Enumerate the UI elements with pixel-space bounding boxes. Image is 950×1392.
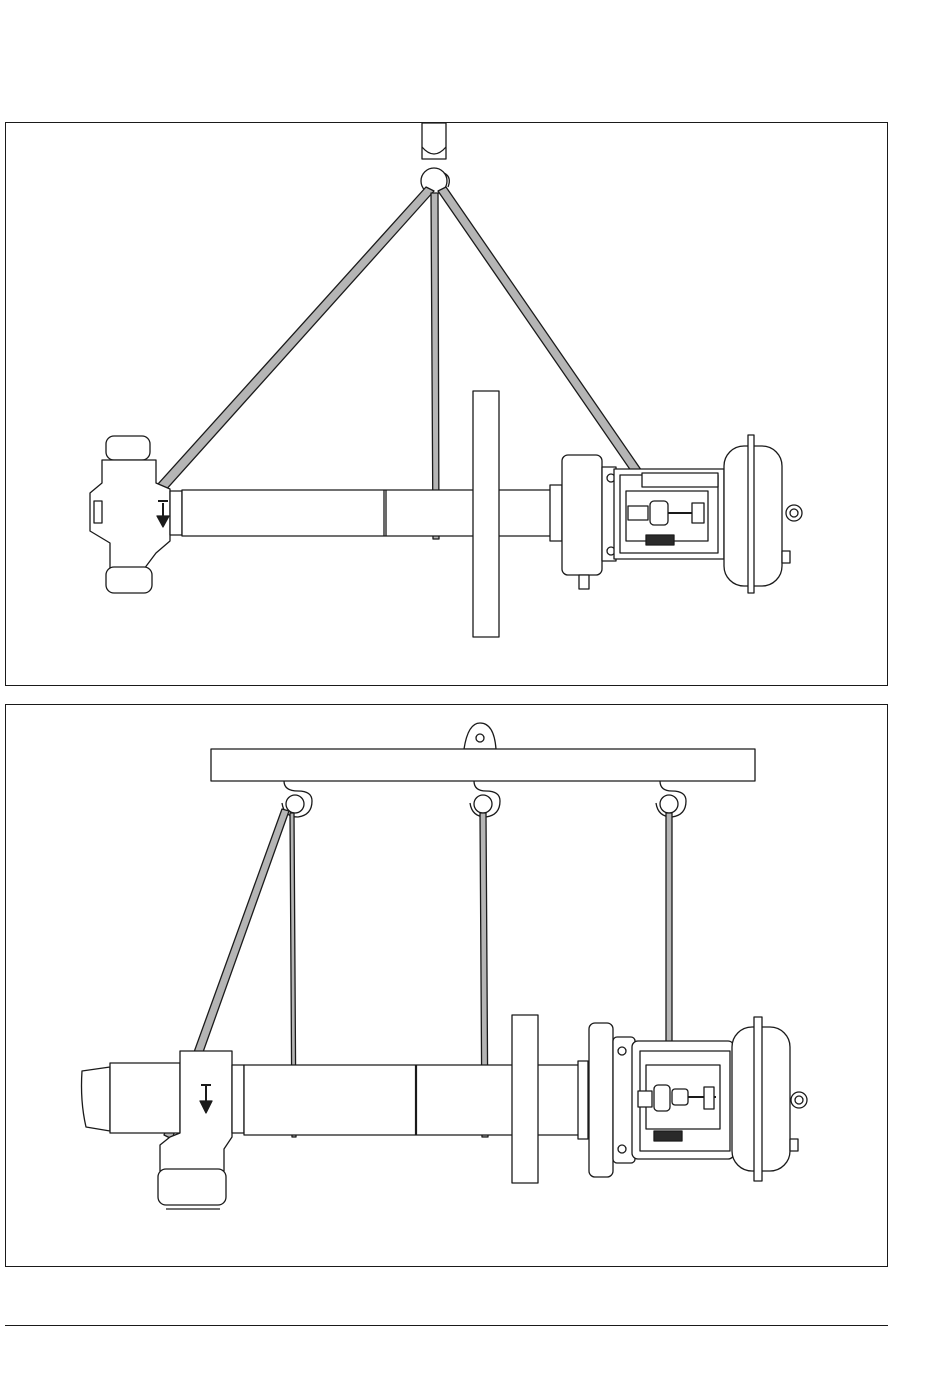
sling-right <box>666 813 672 1073</box>
pneumatic-actuator <box>724 435 802 593</box>
sling-center <box>431 193 439 539</box>
valve-inlet-body <box>82 1051 245 1209</box>
mounting-flange <box>473 391 499 637</box>
figure-panel-beam-lift <box>5 704 888 1267</box>
valve-lift-diagram-crane <box>6 123 889 687</box>
spreader-beam <box>211 723 755 781</box>
valve-extension-pipe <box>182 485 562 541</box>
figure-panel-crane-lift <box>5 122 888 686</box>
valve-bonnet-yoke <box>562 455 724 589</box>
valve-lift-diagram-beam <box>6 705 889 1268</box>
pneumatic-actuator <box>732 1017 807 1181</box>
valve-bonnet-yoke <box>589 1023 734 1177</box>
footer-rule <box>5 1325 888 1326</box>
beam-hook-right <box>656 781 686 817</box>
mounting-flange <box>512 1015 538 1183</box>
beam-hook-center <box>470 781 500 817</box>
valve-inlet-body <box>90 436 182 593</box>
crane-hook <box>421 123 449 194</box>
sling-right <box>438 187 646 481</box>
